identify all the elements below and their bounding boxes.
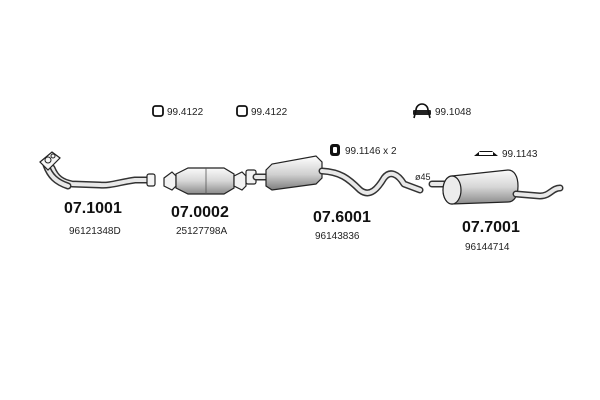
oem-number-25127798A: 25127798A — [176, 226, 227, 237]
front-pipe-drawing — [39, 151, 156, 190]
accessory-label-4: 99.1146 x 2 — [345, 146, 397, 157]
pipe-diameter-label: ø45 — [415, 172, 431, 182]
rubber-mount-icon — [474, 151, 498, 156]
rubber-hanger-icon — [330, 144, 340, 156]
accessory-label-3: 99.1048 — [435, 107, 472, 118]
center-silencer-drawing — [245, 155, 424, 197]
part-number-07-1001: 07.1001 — [64, 200, 122, 217]
part-number-07-0002: 07.0002 — [171, 204, 229, 221]
accessory-label-5: 99.1143 — [502, 149, 538, 160]
gasket-ring-icon — [236, 105, 248, 117]
part-number-07-7001: 07.7001 — [462, 219, 520, 236]
oem-number-96144714: 96144714 — [465, 242, 510, 253]
gasket-ring-icon — [152, 105, 164, 117]
accessory-label-1: 99.4122 — [167, 107, 204, 118]
oem-number-96121348D: 96121348D — [69, 226, 121, 237]
clamp-u-bolt-icon — [413, 103, 431, 119]
catalytic-converter-drawing — [163, 167, 247, 195]
accessory-label-2: 99.4122 — [251, 107, 288, 118]
oem-number-96143836: 96143836 — [315, 231, 360, 242]
part-number-07-6001: 07.6001 — [313, 209, 371, 226]
rear-silencer-drawing — [428, 169, 564, 205]
